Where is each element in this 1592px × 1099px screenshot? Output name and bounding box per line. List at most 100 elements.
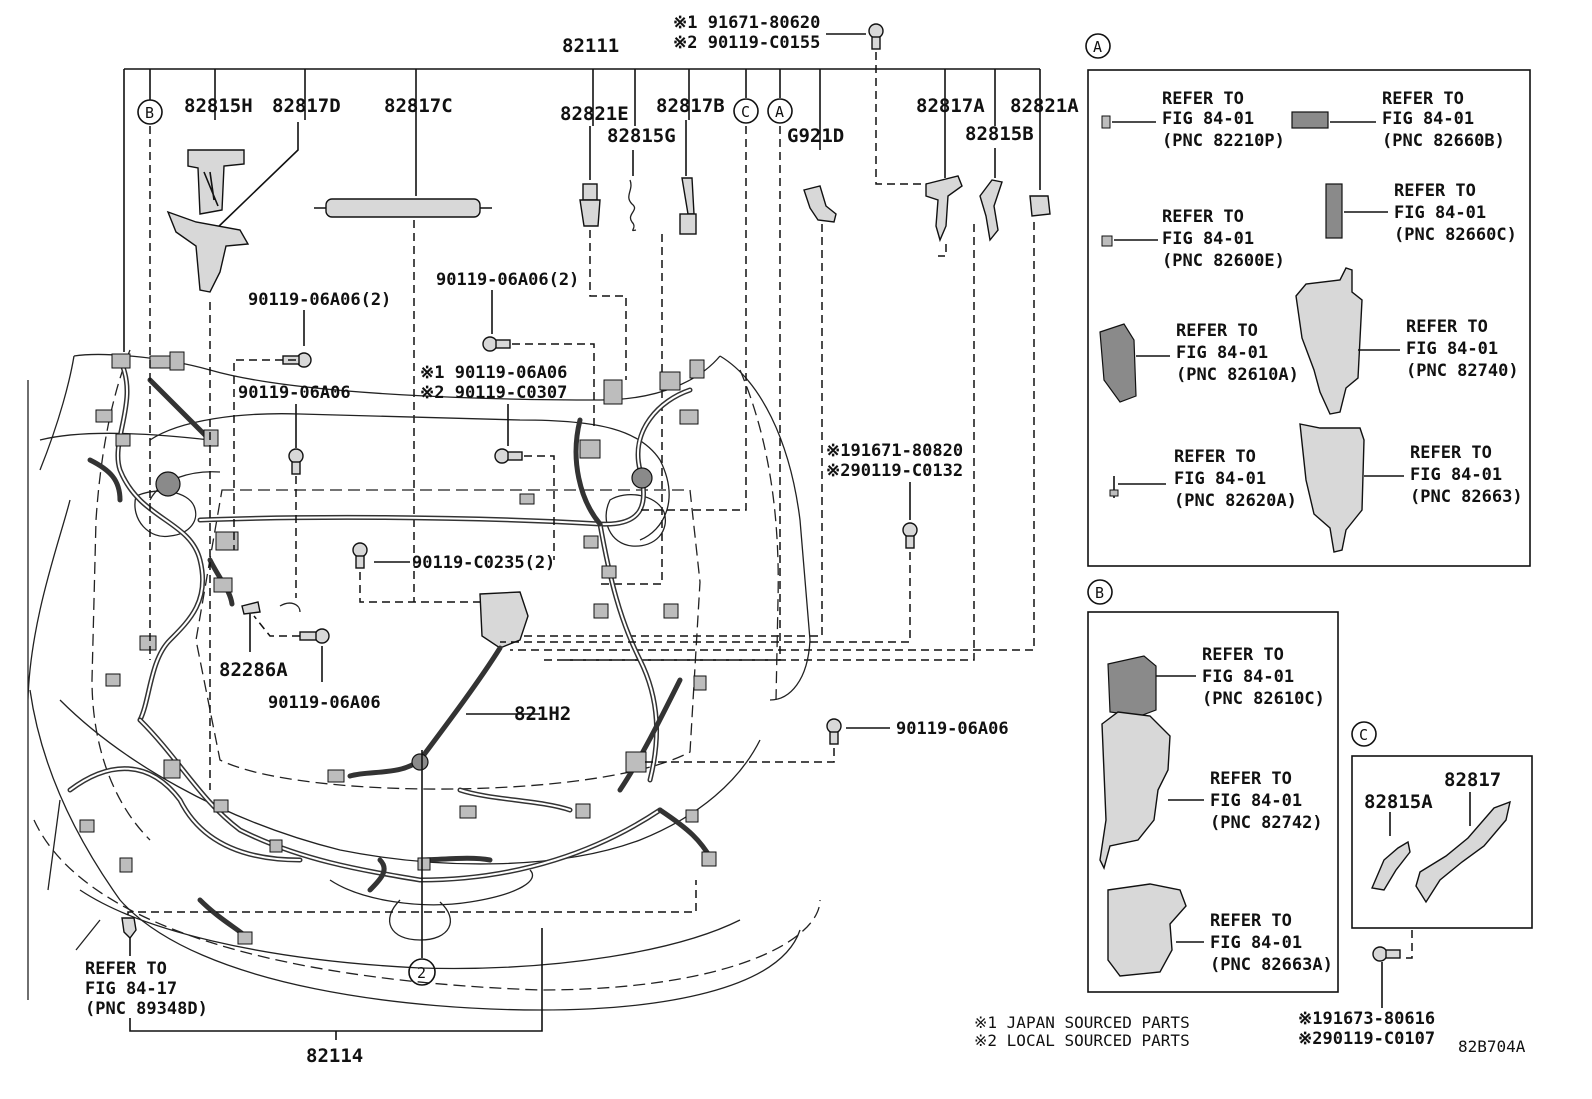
label-bolt-e1: ※191671-80820 (826, 441, 963, 461)
circle-marker-C-top: C (733, 98, 759, 124)
note-japan: ※1 JAPAN SOURCED PARTS (974, 1013, 1190, 1032)
harness-connectors (79, 351, 717, 945)
circle-marker-2: 2 (417, 964, 426, 982)
svg-text:REFER TO: REFER TO (1410, 443, 1492, 463)
svg-text:REFER TO: REFER TO (1176, 321, 1258, 341)
bolt-top-callout: ※1 91671-80620 ※2 90119-C0155 (673, 13, 930, 185)
part-G921D-drawing (520, 126, 837, 637)
svg-text:C: C (741, 103, 750, 121)
label-bolt-a: 90119-06A06(2) (248, 290, 391, 310)
label-bolt-f: 90119-C0235(2) (412, 553, 555, 573)
label-bolt-h: 90119-06A06 (896, 719, 1009, 739)
part-82821E-drawing (579, 126, 627, 380)
panel-A-ref-7: REFER TO FIG 84-01 (PNC 82620A) (1109, 447, 1297, 511)
circle-marker-B-top: B (137, 99, 163, 125)
part-82815G-drawing (628, 150, 637, 232)
panel-B-title: B (1095, 584, 1104, 602)
label-82815B: 82815B (965, 123, 1034, 145)
panel-A-ref-3: REFER TO FIG 84-01 (PNC 82600E) (1101, 207, 1285, 271)
label-bolt-e2: ※290119-C0132 (826, 461, 963, 481)
label-G921D: G921D (787, 125, 844, 147)
label-82815H: 82815H (184, 95, 253, 117)
circle-marker-A-top: A (767, 98, 793, 124)
bolt-icon (494, 448, 523, 464)
bolt-icon (352, 542, 368, 569)
svg-text:A: A (775, 103, 784, 121)
svg-text:FIG 84-01: FIG 84-01 (1394, 203, 1486, 223)
panel-C: C 82817 82815A ※191673-80616 ※290119-C01… (1298, 721, 1533, 1049)
svg-text:REFER TO: REFER TO (1162, 207, 1244, 227)
panel-B-ref-2: REFER TO FIG 84-01 (PNC 82742) (1099, 711, 1323, 870)
label-82821A: 82821A (1010, 95, 1079, 117)
label-bolt-c2: ※290119-C0107 (1298, 1029, 1435, 1049)
panel-B: B REFER TO FIG 84-01 (PNC 82610C) REFER … (1087, 579, 1339, 993)
part-82815B-drawing (540, 148, 1003, 661)
label-82817D: 82817D (272, 95, 341, 117)
label-82114: 82114 (306, 1045, 363, 1067)
bolt-h-group: 90119-06A06 (640, 718, 1009, 763)
panel-A-ref-6: REFER TO FIG 84-01 (PNC 82740) (1295, 267, 1519, 415)
label-82817A: 82817A (916, 95, 985, 117)
bolt-b-group: 90119-06A06 (238, 383, 351, 598)
bolt-icon (482, 336, 511, 352)
panel-A-title: A (1093, 38, 1102, 56)
svg-text:(PNC 82740): (PNC 82740) (1406, 361, 1519, 381)
label-821H2: 821H2 (514, 703, 571, 725)
svg-text:REFER TO: REFER TO (1394, 181, 1476, 201)
ref-front-line3: (PNC 89348D) (85, 999, 208, 1019)
note-local: ※2 LOCAL SOURCED PARTS (974, 1031, 1190, 1050)
bolt-icon (868, 23, 884, 50)
svg-text:(PNC 82660B): (PNC 82660B) (1382, 131, 1505, 151)
svg-text:B: B (145, 104, 154, 122)
panel-B-ref-1: REFER TO FIG 84-01 (PNC 82610C) (1107, 645, 1325, 717)
svg-text:(PNC 82610A): (PNC 82610A) (1176, 365, 1299, 385)
label-bolt-top-1: ※1 91671-80620 (673, 13, 820, 33)
panel-A: A REFER TO FIG 84-01 (PNC 82210P) REFER … (1085, 33, 1531, 567)
bolt-icon (902, 522, 918, 549)
panel-B-ref-3: REFER TO FIG 84-01 (PNC 82663A) (1107, 883, 1333, 977)
svg-text:(PNC 82600E): (PNC 82600E) (1162, 251, 1285, 271)
label-bolt-d2: ※2 90119-C0307 (420, 383, 567, 403)
bolt-icon (299, 628, 330, 644)
svg-text:FIG 84-01: FIG 84-01 (1210, 933, 1302, 953)
bolt-g-group: 90119-06A06 (253, 615, 381, 713)
svg-text:(PNC 82210P): (PNC 82210P) (1162, 131, 1285, 151)
svg-text:(PNC 82742): (PNC 82742) (1210, 813, 1323, 833)
bolt-f-group: 90119-C0235(2) (352, 542, 555, 603)
svg-text:FIG 84-01: FIG 84-01 (1410, 465, 1502, 485)
ref-front-line1: REFER TO (85, 959, 167, 979)
label-bolt-b: 90119-06A06 (238, 383, 351, 403)
svg-text:REFER TO: REFER TO (1174, 447, 1256, 467)
panel-A-ref-4: REFER TO FIG 84-01 (PNC 82660C) (1325, 181, 1517, 245)
bolt-c-group: 90119-06A06(2) (436, 270, 595, 430)
bolt-icon (282, 352, 312, 368)
harness-82114-bracket: 82114 2 (129, 750, 543, 1067)
svg-text:REFER TO: REFER TO (1406, 317, 1488, 337)
part-82817A-drawing (925, 120, 963, 257)
panel-A-ref-1: REFER TO FIG 84-01 (PNC 82210P) (1101, 89, 1285, 151)
svg-text:REFER TO: REFER TO (1382, 89, 1464, 109)
svg-text:REFER TO: REFER TO (1202, 645, 1284, 665)
label-bolt-top-2: ※2 90119-C0155 (673, 33, 820, 53)
svg-text:FIG 84-01: FIG 84-01 (1176, 343, 1268, 363)
part-82821A-drawing (510, 120, 1051, 651)
svg-text:FIG 84-01: FIG 84-01 (1162, 229, 1254, 249)
svg-text:FIG 84-01: FIG 84-01 (1406, 339, 1498, 359)
label-bolt-c: 90119-06A06(2) (436, 270, 579, 290)
label-82817: 82817 (1444, 769, 1501, 791)
diagram-code: 82B704A (1458, 1037, 1526, 1056)
footnotes: ※1 JAPAN SOURCED PARTS ※2 LOCAL SOURCED … (974, 1013, 1526, 1056)
part-82817C-drawing (314, 120, 492, 602)
svg-text:(PNC 82663A): (PNC 82663A) (1210, 955, 1333, 975)
svg-text:FIG 84-01: FIG 84-01 (1174, 469, 1266, 489)
label-82815G: 82815G (607, 125, 676, 147)
part-82817D-drawing (166, 122, 299, 293)
label-82815A: 82815A (1364, 791, 1433, 813)
svg-text:REFER TO: REFER TO (1210, 769, 1292, 789)
harness-82111-bracket: 82111 (123, 35, 1041, 352)
front-refer-callout: REFER TO FIG 84-17 (PNC 89348D) (85, 917, 208, 1019)
bolt-d-group: ※1 90119-06A06 ※2 90119-C0307 (420, 363, 567, 560)
panel-A-ref-5: REFER TO FIG 84-01 (PNC 82610A) (1099, 321, 1299, 403)
label-bolt-g: 90119-06A06 (268, 693, 381, 713)
